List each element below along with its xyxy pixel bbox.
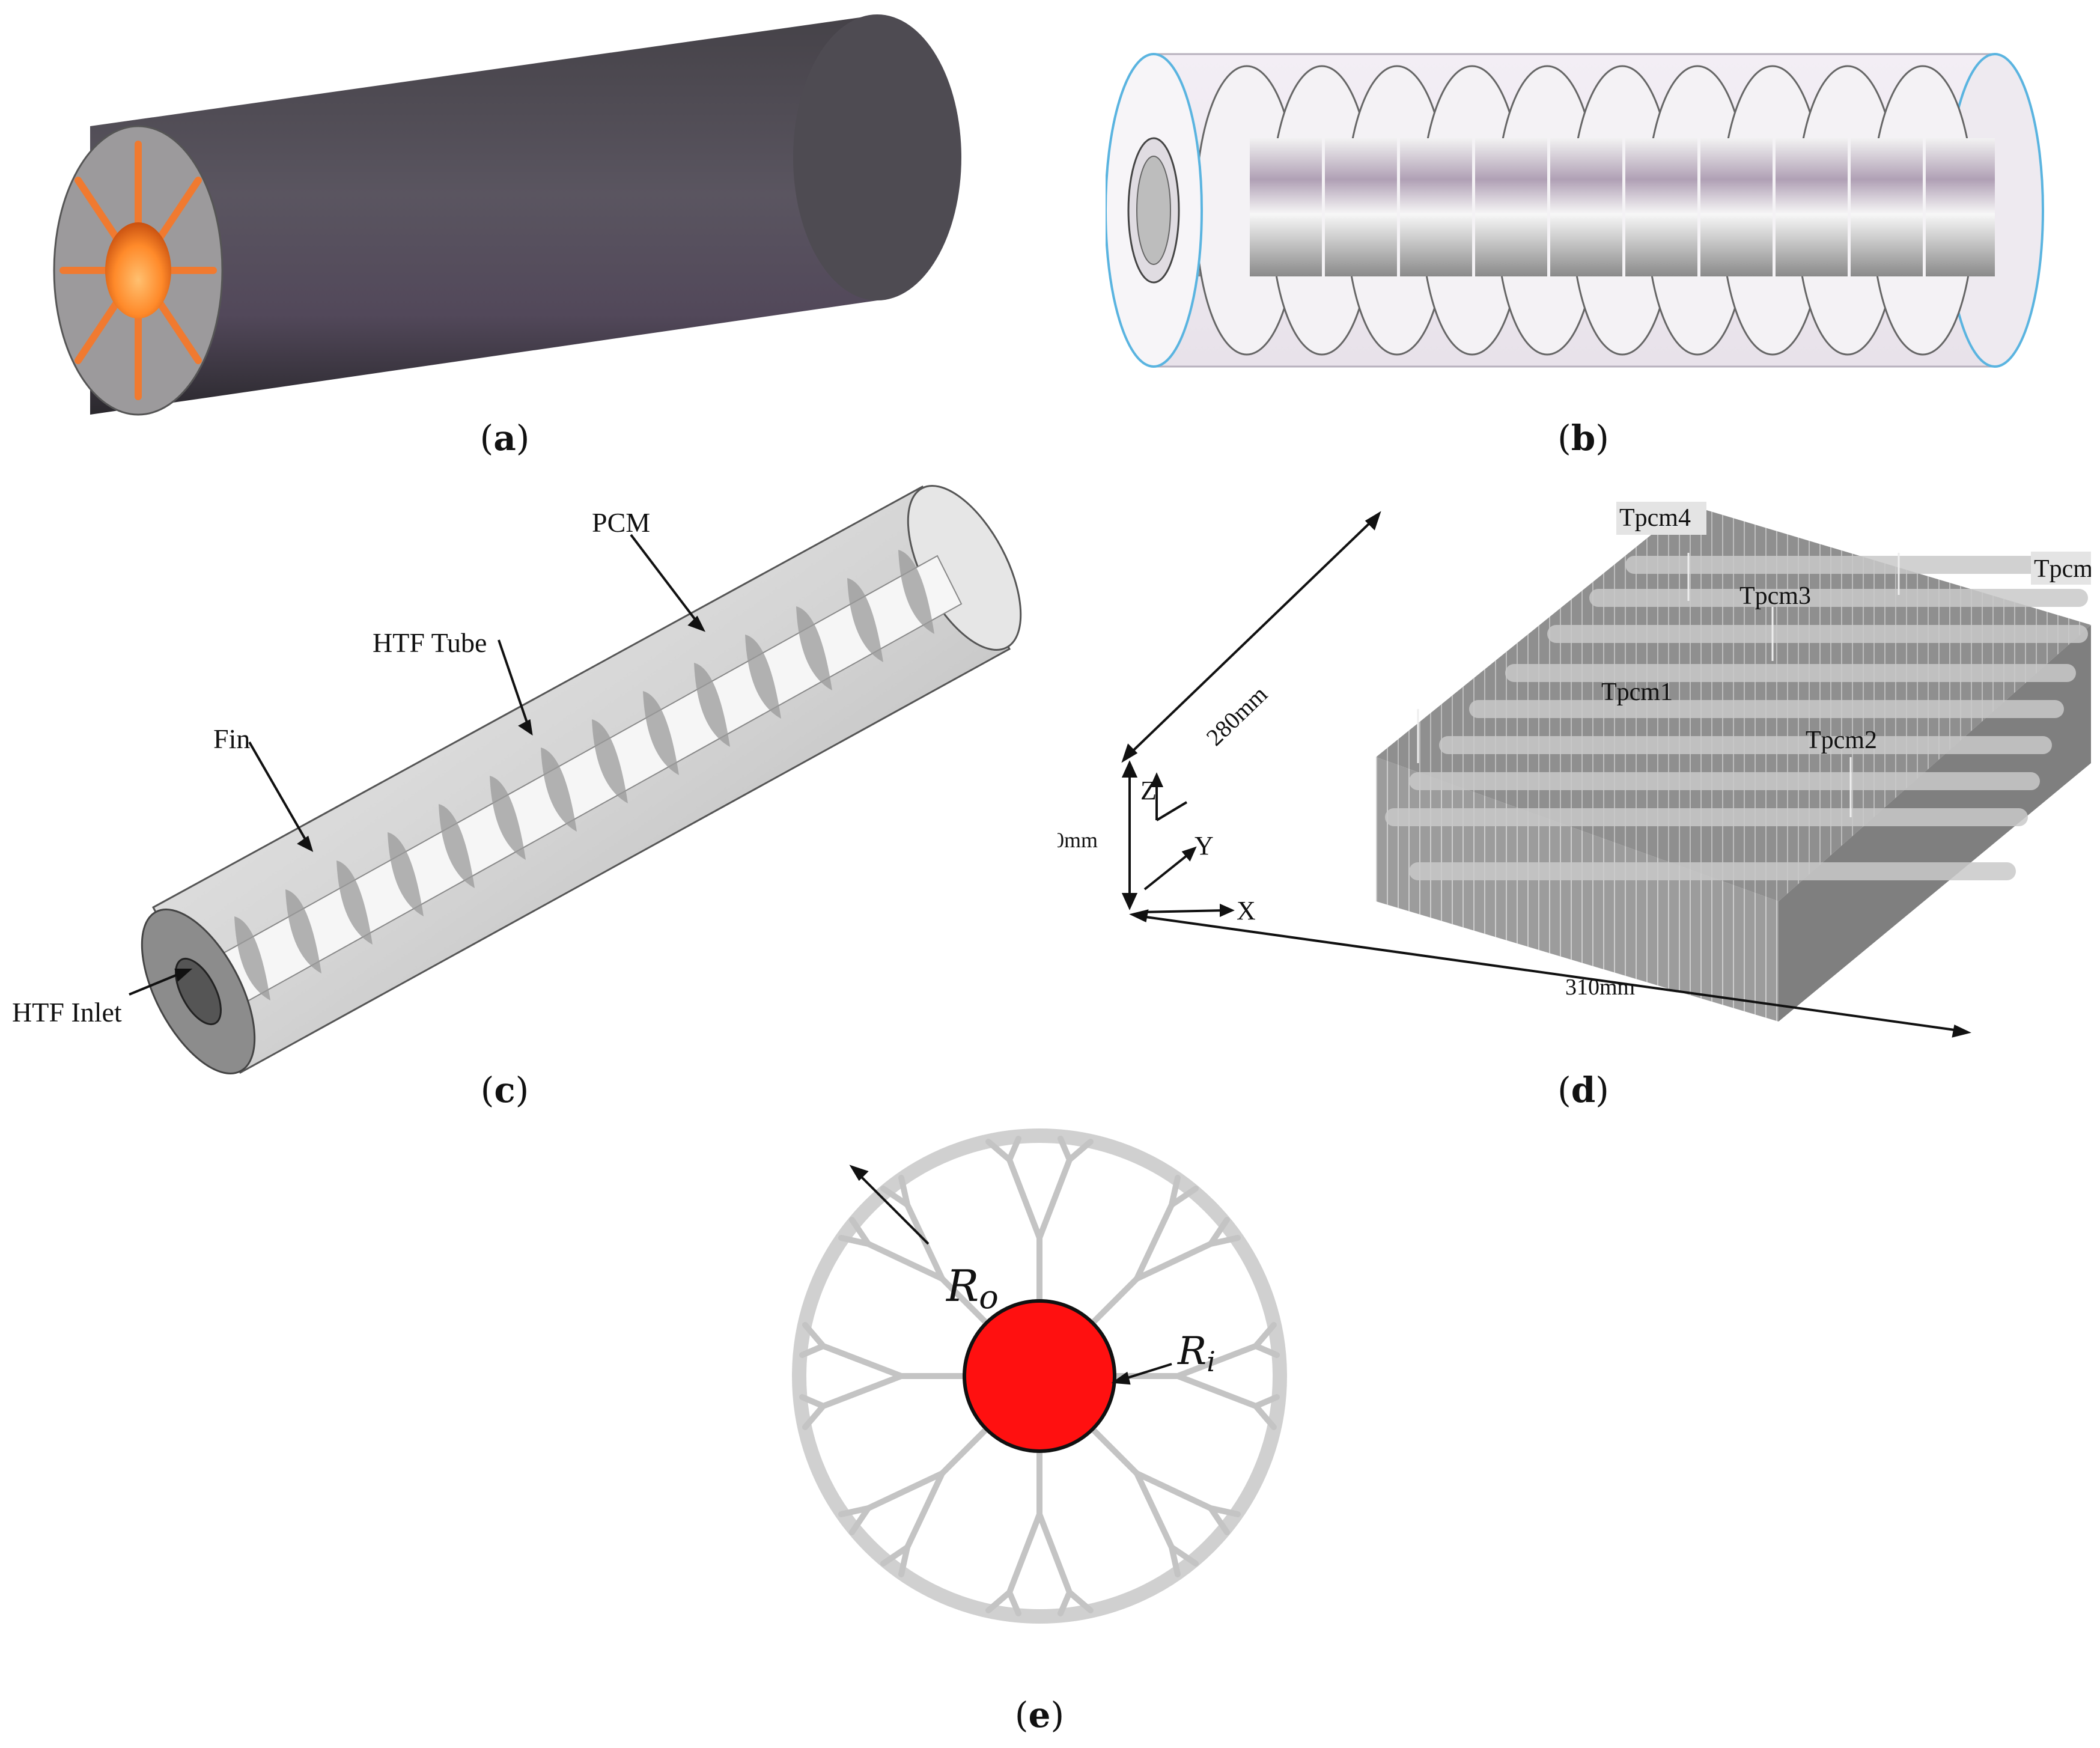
label-ri-sub: i xyxy=(1207,1345,1216,1378)
panel-d-figure: Tpcm1 Tpcm2 Tpcm3 Tpcm4 Tpcm5 280mm 70mm… xyxy=(1058,502,2091,1038)
caption-c-letter: c xyxy=(494,1070,516,1110)
label-pcm: PCM xyxy=(592,507,650,538)
label-dim-310: 310mm xyxy=(1565,975,1635,1000)
caption-c: (c) xyxy=(480,1070,529,1110)
caption-e: (e) xyxy=(1014,1695,1065,1735)
serpentine-tube xyxy=(1385,556,2088,880)
leader-arrows xyxy=(129,534,706,996)
label-ro-main: R xyxy=(945,1261,979,1311)
label-dim-70: 70mm xyxy=(1058,828,1098,852)
panel-c-helical-fin-tube: PCM HTF Tube Fin HTF Inlet xyxy=(0,469,1033,1076)
axis-triad xyxy=(1141,772,1235,918)
panel-d-serpentine-box: Tpcm1 Tpcm2 Tpcm3 Tpcm4 Tpcm5 280mm 70mm… xyxy=(1058,481,2091,1052)
caption-b: (b) xyxy=(1557,418,1609,458)
helical-fins xyxy=(234,550,934,1000)
panel-a-figure xyxy=(53,14,961,416)
label-ri: Ri xyxy=(1177,1329,1216,1378)
label-ro-sub: o xyxy=(979,1278,999,1316)
panel-e-tree-fin-cross-section: Ro Ri xyxy=(781,1118,1298,1634)
label-dim-280: 280mm xyxy=(1201,680,1273,751)
panel-b-figure xyxy=(1106,53,2044,368)
panel-e-figure: Ro Ri xyxy=(792,1128,1287,1624)
tree-fins xyxy=(799,1136,1280,1616)
caption-d: (d) xyxy=(1557,1070,1609,1110)
cylinder-body xyxy=(90,15,916,415)
tube-segments xyxy=(1250,138,1992,276)
cylinder-far-end xyxy=(793,14,961,300)
tube-bore xyxy=(1136,156,1171,265)
caption-a-letter: a xyxy=(493,418,516,458)
caption-d-letter: d xyxy=(1571,1070,1596,1110)
label-axis-y: Y xyxy=(1195,831,1214,860)
label-axis-z: Z xyxy=(1140,776,1157,805)
probe-labels: Tpcm1 Tpcm2 Tpcm3 Tpcm4 Tpcm5 xyxy=(1601,504,2091,754)
label-ro: Ro xyxy=(945,1261,999,1316)
htf-inner-tube xyxy=(963,1299,1116,1453)
label-tpcm3: Tpcm3 xyxy=(1739,582,1811,610)
label-fin: Fin xyxy=(213,723,250,754)
label-tpcm2: Tpcm2 xyxy=(1806,726,1877,754)
caption-e-letter: e xyxy=(1028,1695,1051,1735)
htf-core xyxy=(105,222,171,318)
htf-inlet-opening xyxy=(175,957,222,1026)
thermocouple-probes xyxy=(1417,553,1900,817)
label-tpcm1: Tpcm1 xyxy=(1601,678,1673,706)
caption-b-letter: b xyxy=(1571,418,1596,458)
label-htf-tube: HTF Tube xyxy=(373,627,487,658)
label-axis-x: X xyxy=(1237,896,1256,925)
radius-arrows xyxy=(849,1165,1172,1385)
label-ri-main: R xyxy=(1177,1329,1207,1374)
label-tpcm4: Tpcm4 xyxy=(1619,504,1691,532)
panel-c-figure: PCM HTF Tube Fin HTF Inlet xyxy=(12,485,1022,1074)
panel-b-annular-fin-cylinder xyxy=(1106,48,2067,385)
panel-a-radial-fin-cylinder xyxy=(48,0,1070,421)
caption-a: (a) xyxy=(479,418,530,458)
label-htf-inlet: HTF Inlet xyxy=(12,997,122,1028)
label-tpcm5: Tpcm5 xyxy=(2034,555,2091,583)
dimension-arrows xyxy=(1121,511,1971,1038)
probe-label-backgrounds xyxy=(1616,502,2091,585)
